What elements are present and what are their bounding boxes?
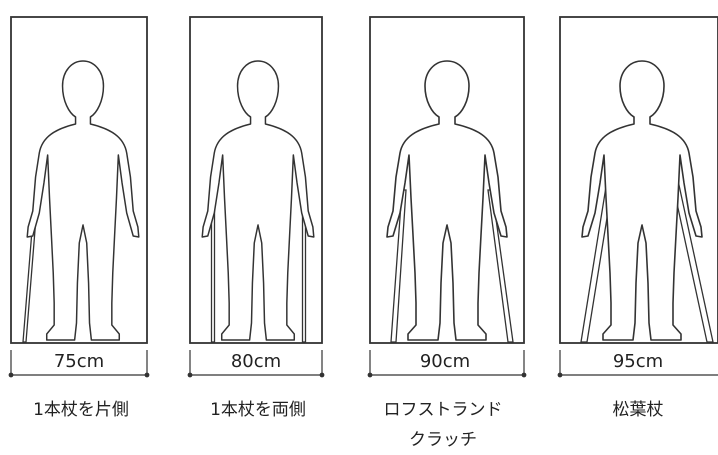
dimension-end-dot	[319, 372, 325, 378]
panel-axillary-crutches: 95cm	[557, 16, 718, 378]
caption-single-cane-one-side: 1本杖を片側	[0, 395, 171, 425]
dimension-end-dot	[557, 372, 563, 378]
caption-line: 1本杖を片側	[33, 400, 129, 420]
width-label: 80cm	[231, 351, 281, 372]
human-figure-icon	[201, 60, 315, 341]
dimension-end-dot	[144, 372, 150, 378]
panel-lofstrand-crutches: 90cm	[367, 16, 527, 378]
caption-lofstrand-crutches: ロフストランド クラッチ	[353, 395, 533, 455]
dimension-end-dot	[521, 372, 527, 378]
human-figure-icon	[581, 60, 703, 341]
width-label: 90cm	[420, 351, 470, 372]
width-label: 95cm	[613, 351, 663, 372]
caption-line: 1本杖を両側	[210, 400, 306, 420]
human-figure-icon	[26, 60, 140, 341]
panel-frame	[559, 16, 718, 344]
caption-single-canes-both-sides: 1本杖を両側	[168, 395, 348, 425]
crutch-left-icon	[390, 189, 407, 343]
panel-frame	[10, 16, 148, 344]
dimension-end-dot	[367, 372, 373, 378]
panel-single-cane-one-side: 75cm	[8, 16, 150, 378]
dimension-end-dot	[187, 372, 193, 378]
caption-line: 松葉杖	[612, 400, 664, 420]
panel-frame	[189, 16, 323, 344]
dimension-end-dot	[8, 372, 14, 378]
caption-line: ロフストランド	[383, 400, 503, 420]
caption-axillary-crutches: 松葉杖	[548, 395, 718, 425]
caption-line: クラッチ	[409, 430, 477, 450]
panel-frame	[369, 16, 525, 344]
width-label: 75cm	[54, 351, 104, 372]
panel-single-canes-both-sides: 80cm	[187, 16, 325, 378]
